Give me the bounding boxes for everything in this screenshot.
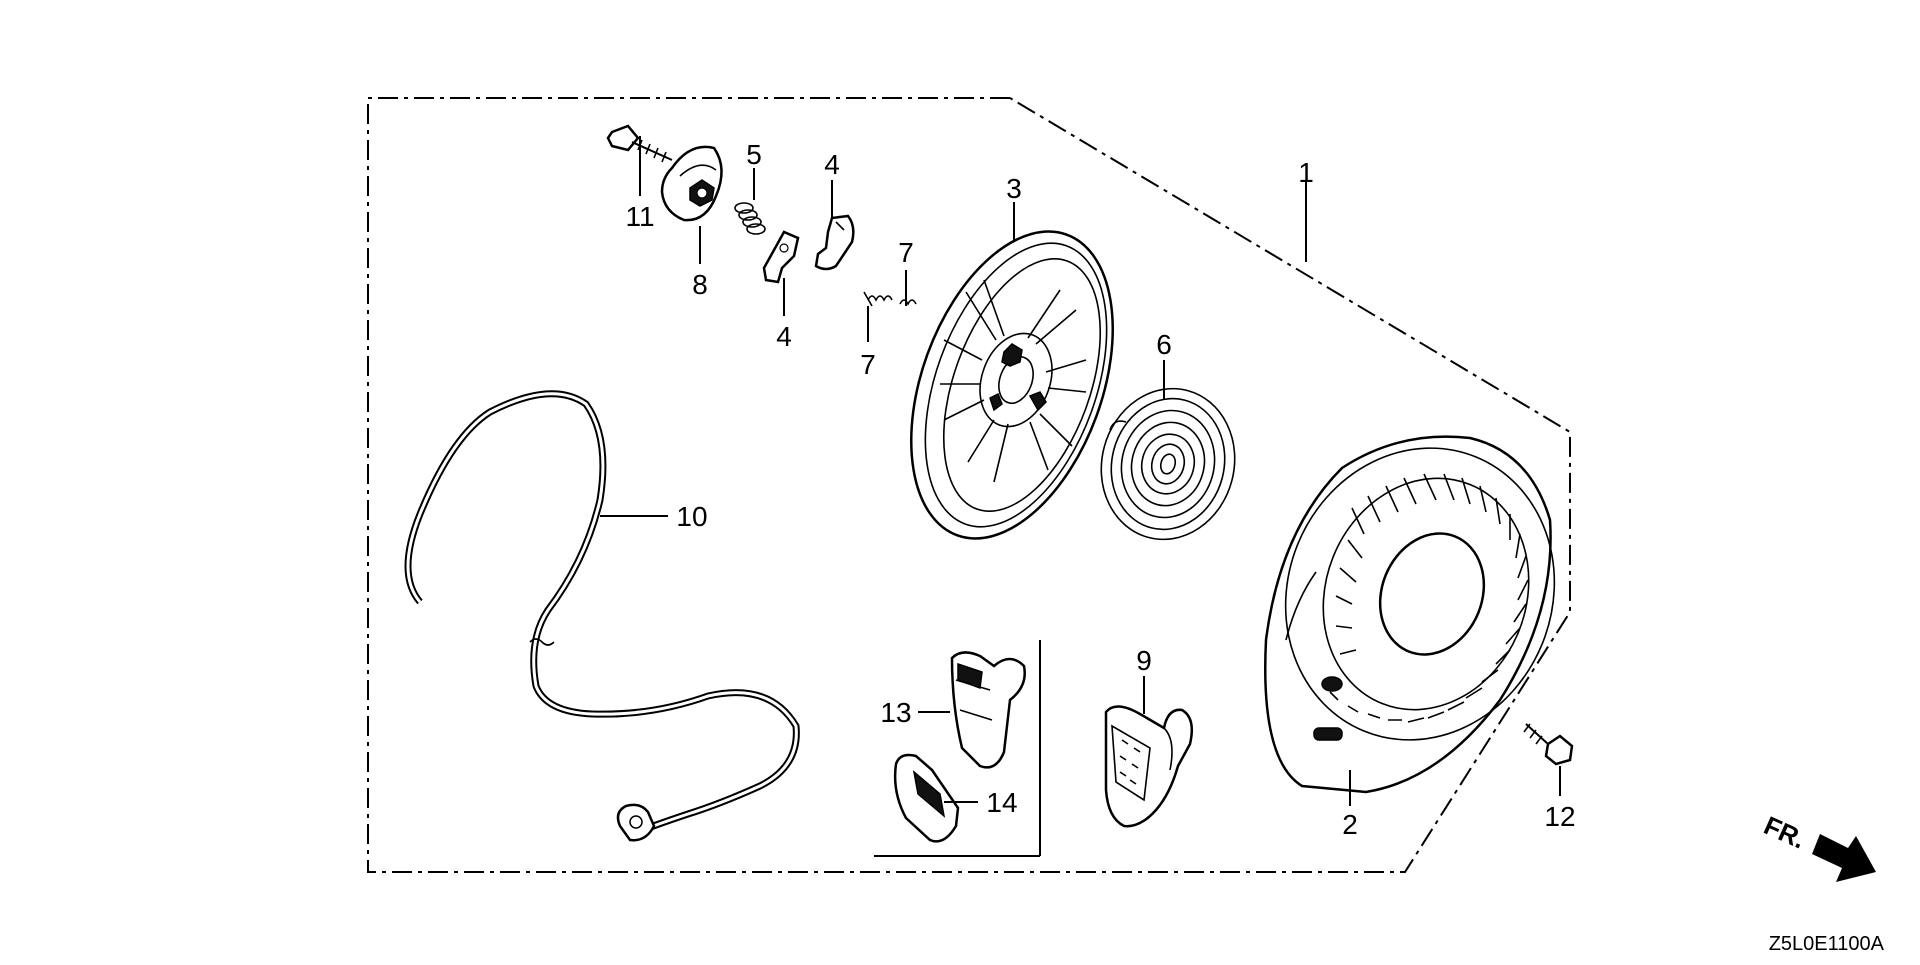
part-4-ratchet-lower <box>762 230 800 284</box>
assembly-boundary <box>367 97 1571 873</box>
leader-lines <box>600 136 1561 806</box>
part-8-ratchet-guide <box>660 145 723 222</box>
part-10-starter-rope <box>404 390 800 842</box>
callout-12: 12 <box>1544 801 1575 832</box>
part-4-ratchet-upper <box>814 214 855 271</box>
case-slots <box>1329 473 1529 723</box>
grip-kit-bracket <box>874 640 1041 857</box>
part-3-reel <box>910 230 1114 540</box>
callout-7-upper: 7 <box>898 237 914 268</box>
part-5-spring <box>734 202 766 235</box>
front-direction-indicator: FR. <box>1760 810 1876 882</box>
callout-6: 6 <box>1156 329 1172 360</box>
callout-14: 14 <box>986 787 1017 818</box>
part-14-grip-insert <box>893 753 960 843</box>
callout-4-upper: 4 <box>824 149 840 180</box>
front-arrow-icon <box>1812 834 1876 882</box>
callout-10: 10 <box>676 501 707 532</box>
callout-7-lower: 7 <box>860 349 876 380</box>
part-9-starter-grip <box>1104 705 1193 828</box>
part-6-spiral-spring <box>1100 387 1236 541</box>
callout-5: 5 <box>746 139 762 170</box>
callout-2: 2 <box>1342 809 1358 840</box>
part-13-grip-cover <box>950 651 1026 769</box>
callout-1: 1 <box>1298 157 1314 188</box>
callout-9: 9 <box>1136 645 1152 676</box>
part-12-bolt <box>1523 723 1574 766</box>
callout-4-lower: 4 <box>776 321 792 352</box>
callout-8: 8 <box>692 269 708 300</box>
part-2-starter-case <box>1264 435 1556 794</box>
part-11-bolt <box>606 124 673 163</box>
callout-11: 11 <box>625 201 654 232</box>
callout-13: 13 <box>880 697 911 728</box>
part-7-springs <box>863 291 917 307</box>
drawing-code: Z5L0E1100A <box>1769 933 1885 955</box>
direction-label: FR. <box>1760 810 1810 854</box>
callout-3: 3 <box>1006 173 1022 204</box>
